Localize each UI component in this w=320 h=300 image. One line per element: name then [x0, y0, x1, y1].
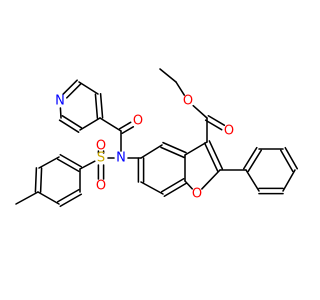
bond-y2-y3 — [78, 81, 99, 95]
bond-t3-t4-2 — [39, 167, 43, 193]
bond-c3-c2-2 — [208, 140, 224, 170]
bond-p1-p2 — [247, 149, 262, 173]
ester-o-atom: O — [183, 94, 193, 109]
furan-o-atom: O — [192, 187, 202, 202]
bond-ac-ao-2 — [118, 121, 132, 130]
bond-c6-c7 — [140, 181, 164, 195]
bonds — [15, 68, 299, 208]
bond-c3-c2 — [203, 142, 219, 172]
pyridine-n-atom: N — [55, 94, 65, 109]
bond-c3a-c4-2 — [160, 146, 185, 159]
bond-t1-t2 — [59, 153, 83, 168]
bond-p6-p1 — [245, 169, 260, 192]
sulfonyl-o-atom-1: O — [96, 139, 106, 154]
bond-y5-y6 — [58, 119, 80, 133]
bond-y3-yn — [62, 79, 78, 95]
bond-s-t1 — [79, 160, 96, 170]
bond-c4-c5 — [140, 144, 163, 159]
bond-ac-y1 — [99, 117, 122, 132]
bond-ech2-eo — [175, 81, 186, 96]
bond-t5-t6 — [59, 193, 83, 208]
bond-y5-y6-2 — [61, 115, 83, 129]
bond-t5-t6-2 — [56, 188, 80, 203]
bond-o1-c7a — [184, 180, 194, 190]
bond-t3-t4 — [34, 167, 38, 193]
bond-c3a-c4 — [162, 141, 187, 154]
bond-eme-ech2 — [159, 68, 177, 83]
bond-c3a-c3 — [184, 141, 208, 156]
bond-t1-t2-2 — [56, 158, 80, 173]
bond-t4-tme — [15, 191, 39, 205]
ester-carbonyl-o-atom: O — [224, 124, 234, 139]
bond-t4-t5 — [37, 191, 60, 205]
bond-y1-y2 — [99, 93, 104, 119]
amide-o-atom: O — [133, 114, 143, 129]
bond-t2-t3 — [38, 156, 60, 169]
bond-y3-yn-2 — [66, 83, 82, 99]
bond-p3-p4 — [279, 149, 294, 173]
bond-ec-eod — [204, 119, 223, 131]
sulfonyl-o-atom-2: O — [96, 179, 106, 194]
bond-y6-y1 — [79, 117, 101, 131]
bond-ac-ao — [121, 126, 135, 135]
bond-c2-o1 — [201, 169, 221, 190]
sulfonyl-s-atom: S — [97, 151, 105, 166]
bond-eo-ec — [192, 104, 208, 119]
bond-c7-c7a-2 — [160, 177, 185, 193]
bond-yn-y5 — [59, 107, 62, 119]
bond-y1-y2-2 — [94, 93, 99, 119]
bond-c7-c7a — [163, 182, 188, 198]
bond-p3-p4-2 — [284, 146, 299, 170]
bond-ec-eod-2 — [207, 114, 226, 126]
bond-p1-p2-2 — [243, 146, 258, 170]
amide-n-atom: N — [116, 151, 126, 166]
bond-p4-p5 — [282, 169, 296, 192]
